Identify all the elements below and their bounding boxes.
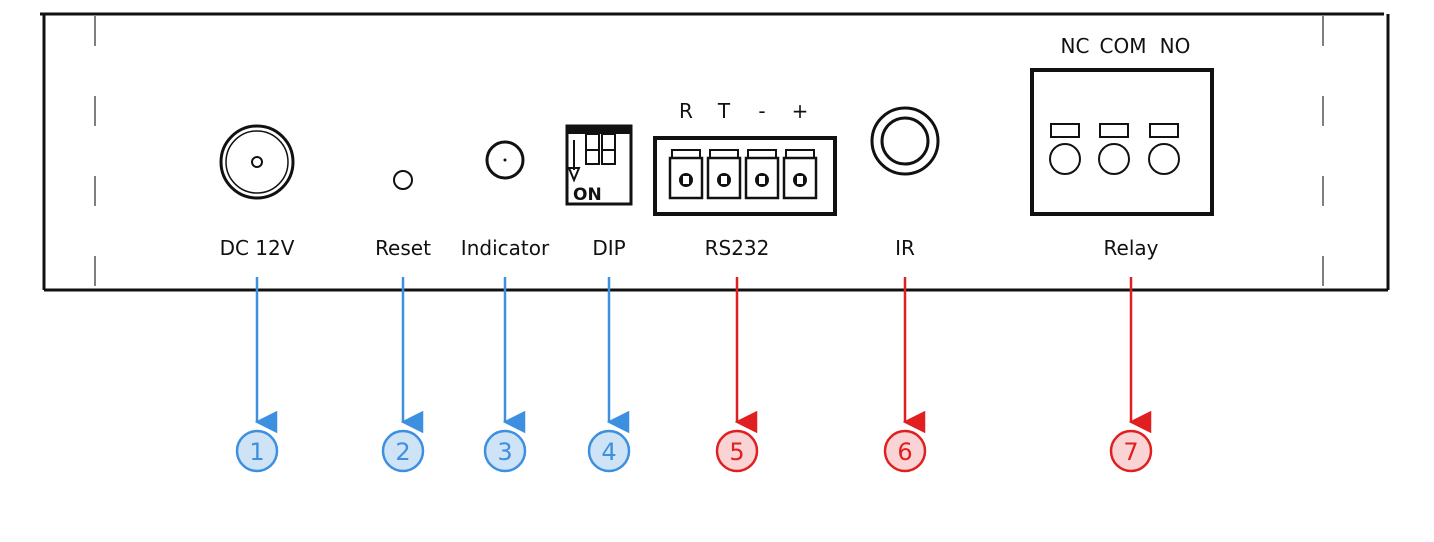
port-label: RS232 bbox=[705, 236, 770, 260]
relay-pin-label: COM bbox=[1100, 34, 1147, 58]
port-number: 6 bbox=[897, 438, 912, 466]
port-number: 7 bbox=[1123, 438, 1138, 466]
port-number-badge: 6 bbox=[883, 429, 927, 473]
rs232-pin-label: + bbox=[792, 99, 809, 123]
port-number: 4 bbox=[601, 438, 616, 466]
port-number-badge: 3 bbox=[483, 429, 527, 473]
port-label: IR bbox=[895, 236, 915, 260]
relay-terminal-icon bbox=[1030, 68, 1214, 216]
port-label: DIP bbox=[592, 236, 625, 260]
dc-power-jack-icon bbox=[219, 124, 295, 200]
port-label: DC 12V bbox=[220, 236, 295, 260]
relay-pin-label: NO bbox=[1160, 34, 1191, 58]
dip-switch-icon: ON bbox=[565, 124, 633, 206]
reset-pinhole-icon bbox=[393, 170, 413, 190]
port-label: Indicator bbox=[461, 236, 550, 260]
device-panel bbox=[40, 12, 1390, 292]
port-label: Relay bbox=[1104, 236, 1159, 260]
port-number-badge: 7 bbox=[1109, 429, 1153, 473]
indicator-led-icon bbox=[485, 140, 525, 180]
port-number-badge: 4 bbox=[587, 429, 631, 473]
port-label: Reset bbox=[375, 236, 431, 260]
port-number-badge: 1 bbox=[235, 429, 279, 473]
rs232-pin-label: R bbox=[679, 99, 693, 123]
port-number-badge: 2 bbox=[381, 429, 425, 473]
relay-pin-label: NC bbox=[1061, 34, 1090, 58]
rs232-pin-label: T bbox=[717, 99, 731, 123]
dip-on-label: ON bbox=[573, 185, 602, 205]
port-number-badge: 5 bbox=[715, 429, 759, 473]
port-number: 2 bbox=[395, 438, 410, 466]
terminal-block-icon bbox=[653, 136, 837, 216]
rs232-pin-label: - bbox=[758, 99, 765, 123]
port-number: 1 bbox=[249, 438, 264, 466]
ir-jack-icon bbox=[870, 106, 940, 176]
port-number: 3 bbox=[497, 438, 512, 466]
port-number: 5 bbox=[729, 438, 744, 466]
